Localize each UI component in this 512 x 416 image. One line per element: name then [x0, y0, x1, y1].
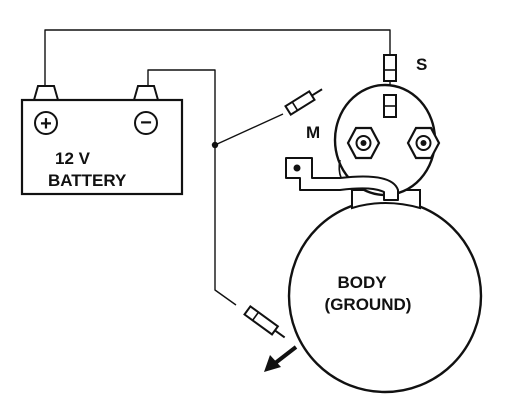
wire-negative-to-ground-probe [147, 69, 237, 306]
battery-negative-symbol: − [140, 112, 152, 134]
m-terminal-bracket [285, 157, 399, 201]
m-terminal-probe [284, 88, 323, 117]
terminal-s-label: S [416, 55, 427, 74]
wiring [44, 29, 391, 306]
starter-motor: S M BODY (GROUND) [285, 54, 483, 394]
battery-positive-post [32, 85, 60, 101]
battery-negative-symbol-ring [134, 111, 158, 135]
wire-junction-to-m-probe [214, 113, 284, 146]
battery: + − 12 V BATTERY [20, 85, 184, 196]
battery-positive-symbol-ring [34, 111, 58, 135]
terminal-m-label: M [306, 123, 320, 142]
starter-body-label-line1: BODY [337, 273, 387, 292]
wire-junction-dot [211, 141, 219, 149]
wire-positive-to-s-terminal [44, 29, 391, 90]
terminal-nut-right [406, 126, 441, 160]
ground-probe [243, 304, 286, 339]
s-terminal-connector [383, 54, 397, 118]
battery-voltage-label: 12 V [55, 149, 91, 168]
battery-negative-post [132, 85, 160, 101]
terminal-nut-left [346, 126, 381, 160]
battery-positive-symbol: + [40, 113, 52, 135]
starter-body-label-line2: (GROUND) [325, 295, 412, 314]
battery-name-label: BATTERY [48, 171, 127, 190]
arrow-down-left-icon [264, 345, 298, 372]
